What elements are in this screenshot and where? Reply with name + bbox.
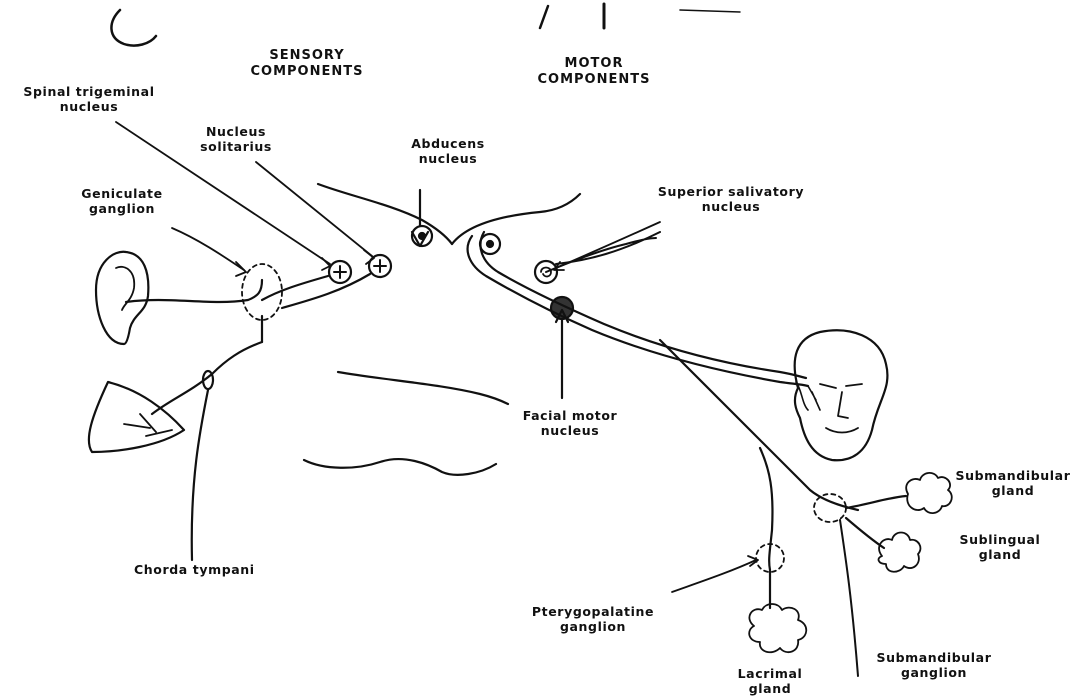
label-line: nucleus xyxy=(396,151,500,166)
label-line: solitarius xyxy=(182,139,290,154)
sublingual-gland-label: Sublingual gland xyxy=(934,532,1066,562)
label-line: Sublingual xyxy=(934,532,1066,547)
label-line: Submandibular xyxy=(868,650,1000,665)
geniculate-ganglion-label: Geniculate ganglion xyxy=(64,186,180,216)
motor-components-header: MOTOR COMPONENTS xyxy=(530,56,658,88)
label-line: Abducens xyxy=(396,136,500,151)
label-line: Superior salivatory xyxy=(638,184,824,199)
tongue-icon xyxy=(89,382,184,452)
sensory-fibers xyxy=(126,274,370,414)
label-line: gland xyxy=(720,681,820,696)
label-line: Geniculate xyxy=(64,186,180,201)
abducens-nucleus-label: Abducens nucleus xyxy=(396,136,500,166)
label-line: gland xyxy=(946,483,1080,498)
chorda-tympani-label: Chorda tympani xyxy=(134,562,255,577)
label-line: nucleus xyxy=(4,99,174,114)
head-icon xyxy=(795,330,888,460)
lacrimal-gland-icon xyxy=(749,604,806,652)
label-line: ganglion xyxy=(518,619,668,634)
submandibular-gland-icon xyxy=(906,473,952,513)
submandibular-ganglion-label: Submandibular ganglion xyxy=(868,650,1000,680)
label-line: ganglion xyxy=(868,665,1000,680)
header-line: MOTOR xyxy=(530,56,658,72)
sensory-components-header: SENSORY COMPONENTS xyxy=(248,48,366,80)
label-line: ganglion xyxy=(64,201,180,216)
label-line: nucleus xyxy=(638,199,824,214)
label-line: Nucleus xyxy=(182,124,290,139)
submandibular-gland-label: Submandibular gland xyxy=(946,468,1080,498)
spinal-trigeminal-nucleus-marker xyxy=(329,261,351,283)
lacrimal-gland-label: Lacrimal gland xyxy=(720,666,820,696)
label-line: Facial motor xyxy=(510,408,630,423)
cropped-title-fragment xyxy=(111,4,740,46)
facial-motor-nucleus-label: Facial motor nucleus xyxy=(510,408,630,438)
label-line: nucleus xyxy=(510,423,630,438)
label-line: Lacrimal xyxy=(720,666,820,681)
nucleus-solitarius-label: Nucleus solitarius xyxy=(182,124,290,154)
label-line: gland xyxy=(934,547,1066,562)
label-line: Pterygopalatine xyxy=(518,604,668,619)
header-line: COMPONENTS xyxy=(248,64,366,80)
sublingual-gland-icon xyxy=(879,533,921,572)
header-line: SENSORY xyxy=(248,48,366,64)
superior-salivatory-nucleus-label: Superior salivatory nucleus xyxy=(638,184,824,214)
pterygopalatine-ganglion-label: Pterygopalatine ganglion xyxy=(518,604,668,634)
header-line: COMPONENTS xyxy=(530,72,658,88)
label-line: Submandibular xyxy=(946,468,1080,483)
abducens-second-circle xyxy=(480,234,500,254)
ear-icon xyxy=(96,252,148,344)
submandibular-ganglion-marker xyxy=(814,494,846,522)
spinal-trigeminal-nucleus-label: Spinal trigeminal nucleus xyxy=(4,84,174,114)
label-line: Spinal trigeminal xyxy=(4,84,174,99)
chorda-tympani-pointer xyxy=(192,390,208,560)
